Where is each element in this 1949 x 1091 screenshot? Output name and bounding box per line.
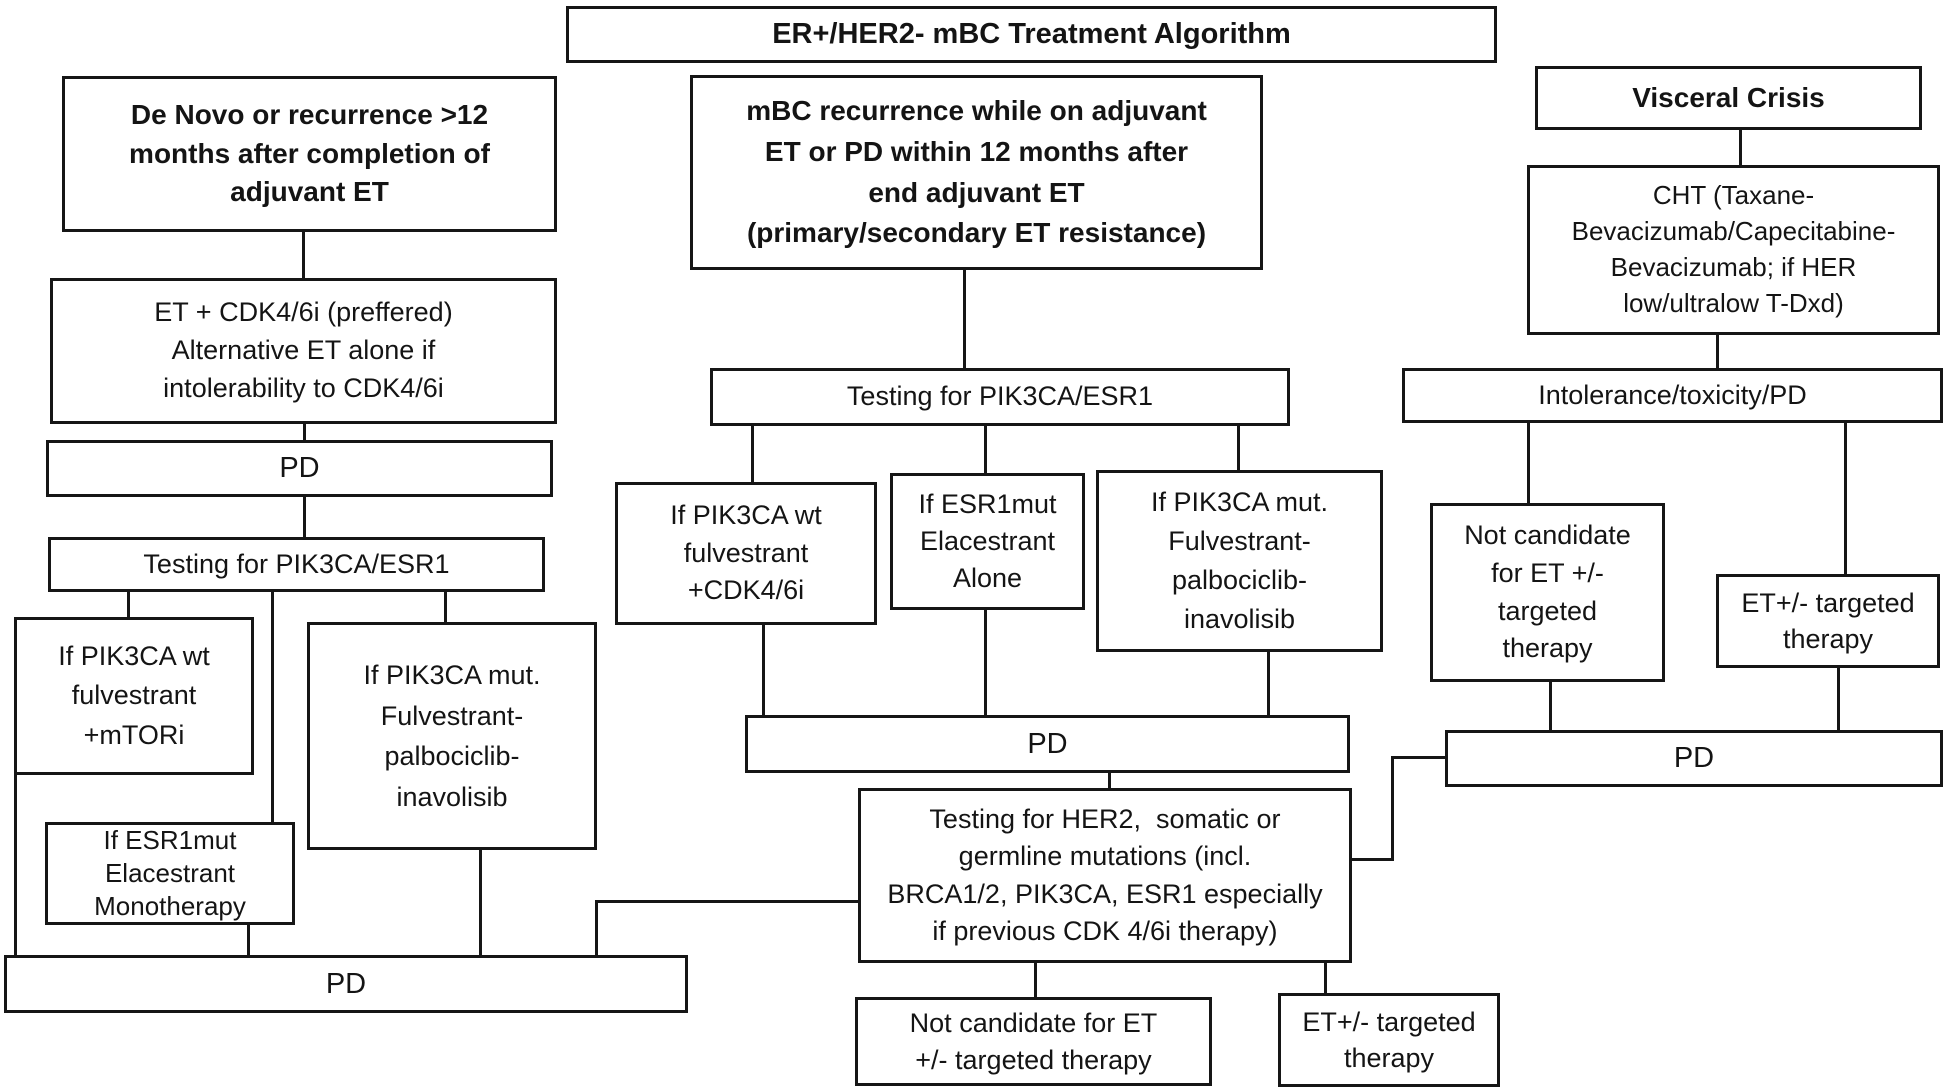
connector-pd-right-elbow-top	[1391, 756, 1445, 759]
connector-pd-bottom-elbow-vertical	[595, 900, 598, 955]
node-de-novo-recurrence: De Novo or recurrence >12 months after c…	[62, 76, 557, 232]
node-testing-pik3ca-esr1-left: Testing for PIK3CA/ESR1	[48, 537, 545, 592]
connector-pd-bottom-elbow-horizontal	[595, 900, 858, 903]
connector-testing-to-pik3ca-wt	[127, 592, 130, 617]
node-pd-bottom-left: PD	[4, 955, 688, 1013]
connector-intolerance-to-et-targeted	[1844, 423, 1847, 574]
connector-et-to-pd	[303, 424, 306, 440]
node-pik3ca-wt-fulvestrant-mtori: If PIK3CA wt fulvestrant +mTORi	[14, 617, 254, 775]
connector-pd-right-elbow-vertical	[1391, 756, 1394, 860]
connector-testing-mid-to-esr1mut	[984, 426, 987, 473]
connector-pik3ca-wt-to-pd-bottom	[14, 775, 17, 955]
node-esr1mut-elacestrant-monotherapy: If ESR1mut Elacestrant Monotherapy	[45, 822, 295, 925]
node-mbc-recurrence-header: mBC recurrence while on adjuvant ET or P…	[690, 75, 1263, 270]
connector-visceral-to-cht	[1739, 130, 1742, 165]
node-cht-chemotherapy: CHT (Taxane- Bevacizumab/Capecitabine- B…	[1527, 165, 1940, 335]
connector-cht-to-intolerance	[1716, 335, 1719, 368]
diagram-title: ER+/HER2- mBC Treatment Algorithm	[566, 6, 1497, 63]
connector-testing-mid-to-pik3ca-wt	[751, 426, 754, 482]
node-visceral-crisis: Visceral Crisis	[1535, 66, 1922, 130]
connector-pd-to-testing-left	[303, 497, 306, 537]
connector-her2-to-not-candidate	[1034, 963, 1037, 997]
connector-esr1mut-to-pd-mid	[984, 610, 987, 715]
node-not-candidate-right: Not candidate for ET +/- targeted therap…	[1430, 503, 1665, 682]
connector-pd-mid-to-her2-testing	[1108, 773, 1111, 788]
node-esr1mut-elacestrant-alone: If ESR1mut Elacestrant Alone	[890, 473, 1085, 610]
node-not-candidate-mid: Not candidate for ET +/- targeted therap…	[855, 997, 1212, 1086]
node-testing-pik3ca-esr1-mid: Testing for PIK3CA/ESR1	[710, 368, 1290, 426]
connector-not-candidate-to-pd-right	[1549, 682, 1552, 730]
node-pik3ca-mut-inavolisib-left: If PIK3CA mut. Fulvestrant- palbociclib-…	[307, 622, 597, 850]
node-pik3ca-mut-inavolisib-mid: If PIK3CA mut. Fulvestrant- palbociclib-…	[1096, 470, 1383, 652]
connector-intolerance-to-not-candidate	[1527, 423, 1530, 503]
node-pd-mid: PD	[745, 715, 1350, 773]
connector-testing-to-pik3ca-mut	[444, 592, 447, 622]
node-et-targeted-therapy-mid: ET+/- targeted therapy	[1278, 993, 1500, 1087]
connector-pd-right-elbow-to-her2	[1352, 858, 1394, 861]
connector-her2-to-et-targeted	[1324, 963, 1327, 993]
connector-denovo-to-et	[302, 232, 305, 278]
node-pd-right: PD	[1445, 730, 1943, 787]
node-testing-her2-mutations: Testing for HER2, somatic or germline mu…	[858, 788, 1352, 963]
node-intolerance-toxicity-pd: Intolerance/toxicity/PD	[1402, 368, 1943, 423]
connector-et-targeted-to-pd-right	[1837, 668, 1840, 730]
connector-mbc-to-testing-mid	[963, 270, 966, 368]
connector-pik3ca-mut-to-pd-bottom	[479, 850, 482, 955]
node-et-plus-cdk46i: ET + CDK4/6i (preffered) Alternative ET …	[50, 278, 557, 424]
connector-pik3ca-wt-to-pd-mid	[762, 625, 765, 715]
node-et-targeted-therapy-right: ET+/- targeted therapy	[1716, 574, 1940, 668]
node-pik3ca-wt-fulvestrant-cdk46i: If PIK3CA wt fulvestrant +CDK4/6i	[615, 482, 877, 625]
connector-testing-to-esr1mut	[271, 592, 274, 822]
connector-esr1mut-to-pd-bottom	[247, 925, 250, 955]
connector-testing-mid-to-pik3ca-mut	[1237, 426, 1240, 470]
connector-pik3ca-mut-to-pd-mid	[1267, 652, 1270, 715]
node-pd-left: PD	[46, 440, 553, 497]
